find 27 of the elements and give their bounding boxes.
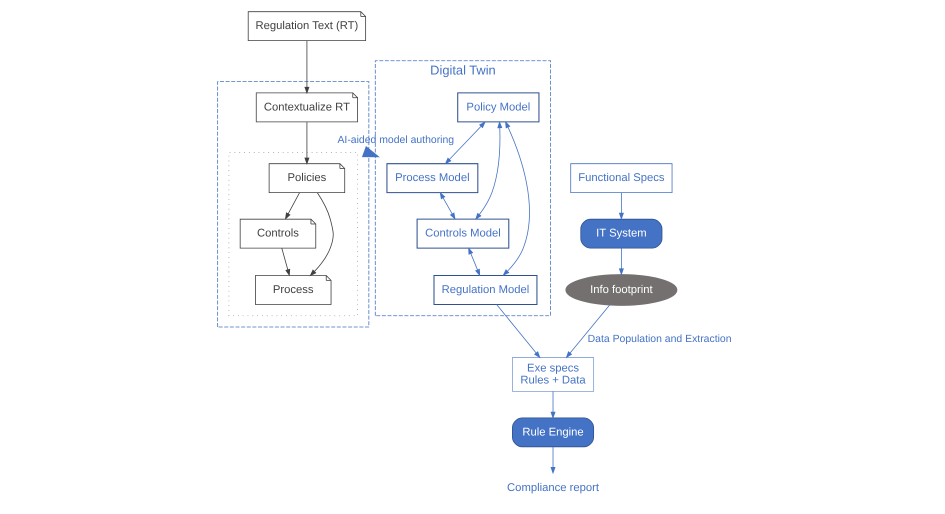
arrow — [550, 446, 556, 474]
cluster — [228, 152, 358, 316]
node-box: Policy Model — [456, 92, 539, 122]
arrow — [304, 40, 309, 94]
arrow — [550, 391, 556, 419]
arrow — [284, 192, 300, 220]
node-text: Compliance report — [506, 482, 598, 494]
arrow — [439, 192, 456, 220]
arrow — [304, 122, 309, 165]
node-box: Functional Specs — [570, 163, 672, 194]
node-box: Controls Model — [416, 218, 509, 249]
arrow — [618, 192, 624, 220]
arrow — [468, 247, 480, 276]
arrow — [444, 121, 486, 164]
arrow — [618, 248, 624, 276]
arrow — [565, 304, 610, 358]
arrow — [280, 248, 290, 276]
node-box: Regulation Model — [432, 275, 537, 305]
edge-label: Data Population and Extraction — [587, 334, 732, 345]
arrow — [502, 120, 530, 276]
arrow — [309, 192, 334, 276]
node-box: Process Model — [386, 163, 478, 194]
node-box: IT System — [580, 218, 662, 249]
node-ellipse: Info footprint — [564, 274, 677, 306]
arrow — [474, 120, 502, 220]
node-box: Exe specs Rules + Data — [512, 357, 594, 392]
node-box: Rule Engine — [512, 417, 594, 448]
